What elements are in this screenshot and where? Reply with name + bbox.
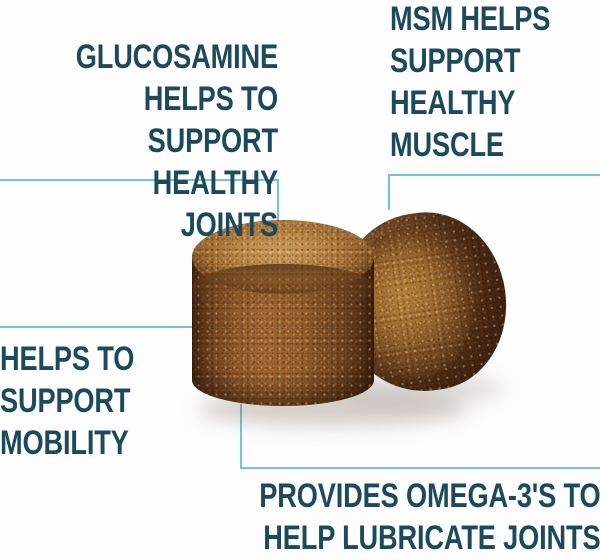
mobility-leader-horizontal xyxy=(0,326,220,328)
glucosamine-leader-horizontal xyxy=(0,179,279,181)
callout-msm: MSM HELPS SUPPORT HEALTHY MUSCLE xyxy=(390,0,551,164)
omega-leader-horizontal xyxy=(240,467,600,469)
msm-leader-vertical xyxy=(388,174,390,210)
callout-omega: PROVIDES OMEGA-3'S TO HELP LUBRICATE JOI… xyxy=(258,477,600,557)
msm-leader-horizontal xyxy=(388,174,600,176)
callout-mobility: HELPS TO SUPPORT MOBILITY xyxy=(0,340,135,462)
omega-leader-vertical xyxy=(240,404,242,469)
callout-glucosamine: GLUCOSAMINE HELPS TO SUPPORT HEALTHY JOI… xyxy=(75,38,278,244)
front-chew-treat xyxy=(192,220,374,428)
front-chew-rim-shade xyxy=(192,264,374,310)
glucosamine-leader-vertical xyxy=(277,179,279,224)
